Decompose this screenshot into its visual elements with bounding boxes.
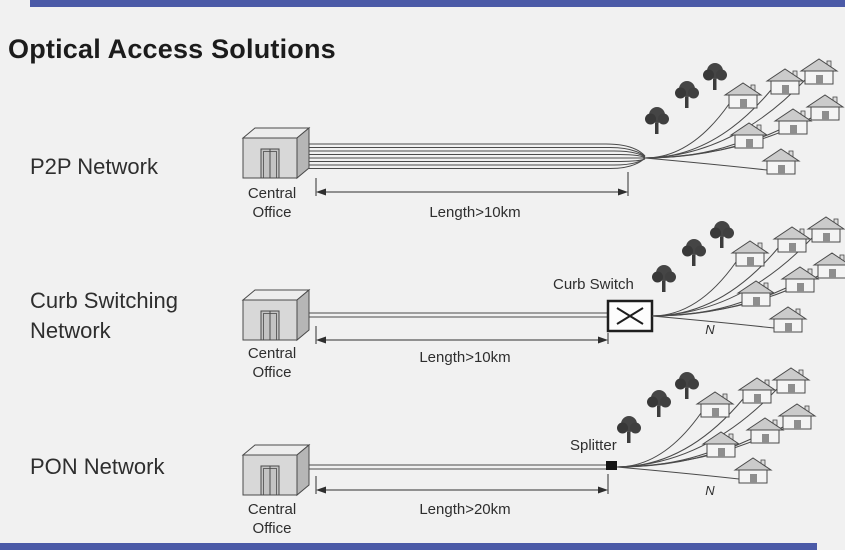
bottom-accent-bar	[0, 543, 817, 550]
fanout-count-label: N	[705, 322, 715, 337]
central-office-icon	[242, 444, 310, 496]
measure-arrow	[315, 326, 609, 344]
curb-switch-icon	[606, 299, 654, 333]
curb-row-graphics	[242, 217, 845, 344]
fiber-bundle	[309, 143, 646, 169]
fanout-count-label: N	[705, 483, 715, 498]
splitter-icon	[606, 461, 617, 470]
length-label-pon: Length>20km	[419, 501, 511, 518]
row-label-p2p: P2P Network	[30, 154, 158, 179]
length-label-curb: Length>10km	[419, 349, 511, 366]
curb-switch-label: Curb Switch	[553, 276, 634, 293]
p2p-row-graphics	[242, 59, 843, 196]
measure-arrow	[315, 474, 609, 494]
central-office-label: Central Office	[247, 185, 297, 221]
neighborhood-cluster	[645, 59, 843, 174]
central-office-label: Central Office	[247, 501, 297, 537]
splitter-label: Splitter	[570, 437, 617, 454]
fiber-pair	[309, 464, 608, 470]
page-title: Optical Access Solutions	[8, 34, 336, 64]
neighborhood-cluster	[617, 368, 815, 483]
pon-row-graphics	[242, 368, 815, 496]
row-label-curb: Curb Switching Network	[30, 288, 178, 343]
central-office-icon	[242, 127, 310, 179]
central-office-label: Central Office	[247, 345, 297, 381]
fiber-pair	[309, 312, 608, 318]
neighborhood-cluster	[652, 217, 845, 332]
top-accent-bar	[30, 0, 845, 7]
central-office-icon	[242, 289, 310, 341]
row-label-pon: PON Network	[30, 454, 165, 479]
measure-arrow	[315, 172, 629, 196]
length-label-p2p: Length>10km	[429, 204, 521, 221]
